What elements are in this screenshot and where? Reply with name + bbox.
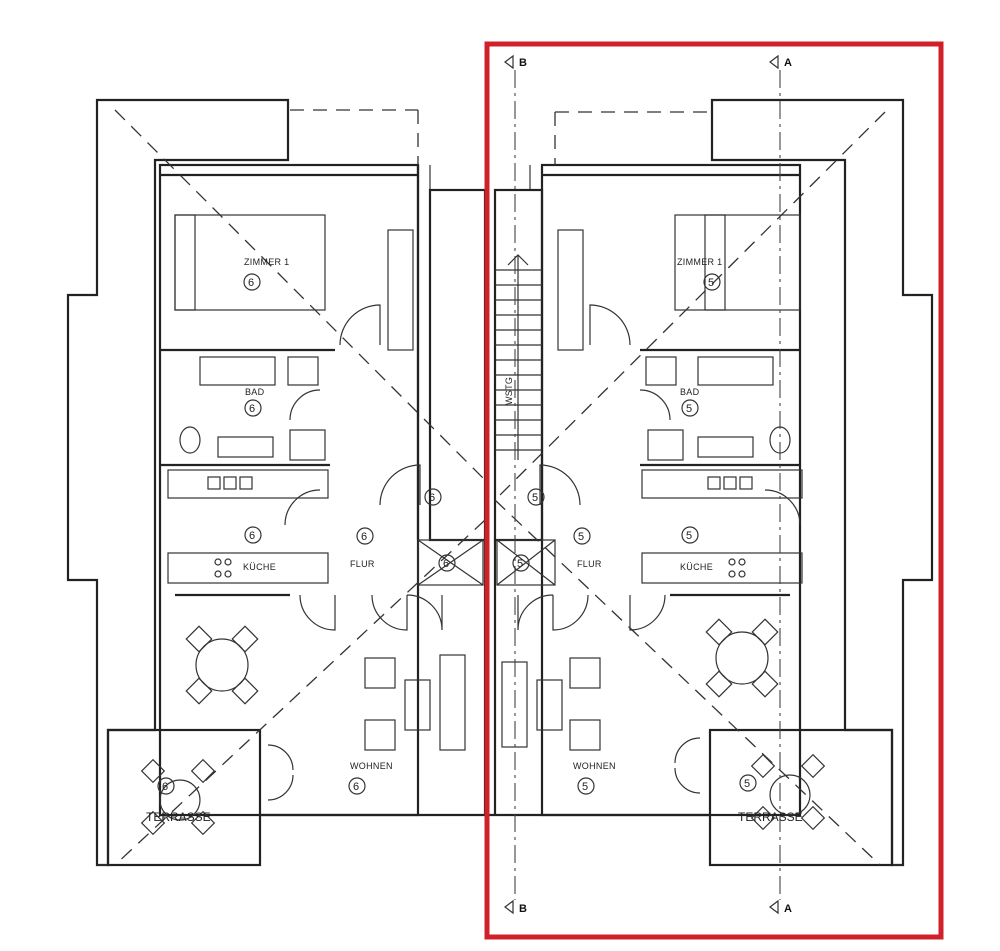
left-walls (106, 163, 487, 867)
left-terrasse-marker-circle (157, 777, 175, 795)
left-zimmer-marker-circle (243, 273, 261, 291)
left-bad-marker: 6 (249, 403, 255, 415)
right-bad-label: BAD (680, 387, 700, 397)
right-kueche-marker: 5 (686, 530, 692, 542)
right-walls (485, 163, 894, 867)
right-core-marker: 5 (532, 492, 538, 504)
right-kueche-marker-circle (681, 526, 699, 544)
left-kueche-label: KÜCHE (243, 562, 276, 572)
section-a-top: A (784, 57, 792, 69)
left-wohnen-marker: 6 (353, 781, 359, 793)
section-a-bottom: A (784, 903, 792, 915)
right-core-marker-circle (527, 488, 545, 506)
left-flur-marker-circle (356, 527, 374, 545)
stair-label: WSTG (504, 377, 514, 405)
left-kueche-marker: 6 (249, 530, 255, 542)
left-flur-marker: 6 (361, 531, 367, 543)
right-kueche-label: KÜCHE (680, 562, 713, 572)
left-flur-label: FLUR (350, 559, 375, 569)
right-flur-marker-circle (573, 527, 591, 545)
left-bad-marker-circle (244, 399, 262, 417)
right-flur-marker: 5 (578, 531, 584, 543)
right-wohnen-marker: 5 (582, 781, 588, 793)
right-lift-marker: 5 (517, 558, 523, 570)
right-flur-label: FLUR (577, 559, 602, 569)
right-zimmer-marker-circle (703, 273, 721, 291)
right-wohnen-label: WOHNEN (573, 761, 616, 771)
right-zimmer-label: ZIMMER 1 (677, 257, 722, 267)
right-terrasse-label: TERRASSE (738, 810, 803, 824)
left-zimmer-label: ZIMMER 1 (244, 257, 289, 267)
left-lift-marker: 6 (443, 558, 449, 570)
stair-treads (495, 254, 542, 460)
left-terrasse-marker: 6 (162, 781, 168, 793)
left-zimmer-marker: 6 (248, 277, 254, 289)
section-lines (504, 54, 781, 915)
left-terrasse-label: TERRASSE (146, 810, 211, 824)
left-kueche-marker-circle (244, 526, 262, 544)
right-zimmer-marker: 5 (708, 277, 714, 289)
right-bad-marker: 5 (686, 403, 692, 415)
left-lift-marker-circle (438, 554, 456, 572)
section-b-bottom: B (519, 903, 527, 915)
right-bad-marker-circle (681, 399, 699, 417)
highlight-frame (484, 41, 944, 940)
left-core-marker-circle (424, 488, 442, 506)
right-wohnen-marker-circle (577, 777, 595, 795)
left-core-marker: 6 (429, 492, 435, 504)
section-b-top: B (519, 57, 527, 69)
right-terrasse-marker: 5 (744, 778, 750, 790)
left-wohnen-marker-circle (348, 777, 366, 795)
right-lift-marker-circle (512, 554, 530, 572)
right-roof-dashes (494, 111, 886, 866)
left-wohnen-label: WOHNEN (350, 761, 393, 771)
right-terrasse-marker-circle (739, 774, 757, 792)
left-bad-label: BAD (245, 387, 265, 397)
